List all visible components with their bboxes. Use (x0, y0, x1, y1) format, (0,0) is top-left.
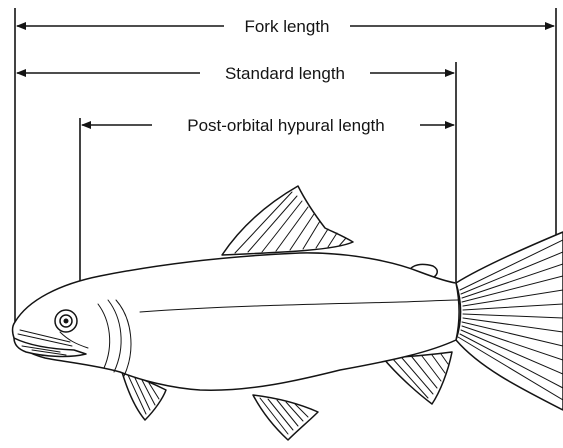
caudal-fin (456, 232, 563, 410)
post-orbital-hypural-length-label: Post-orbital hypural length (187, 116, 385, 135)
pelvic-fin (253, 395, 318, 440)
fork-length-measure: Fork length (17, 17, 554, 36)
dorsal-fin (222, 186, 353, 255)
standard-length-label: Standard length (225, 64, 345, 83)
standard-length-measure: Standard length (17, 64, 454, 83)
post-orbital-hypural-length-measure: Post-orbital hypural length (82, 116, 454, 135)
fish-eye (55, 310, 77, 332)
fish-illustration (13, 186, 563, 440)
fork-length-label: Fork length (244, 17, 329, 36)
